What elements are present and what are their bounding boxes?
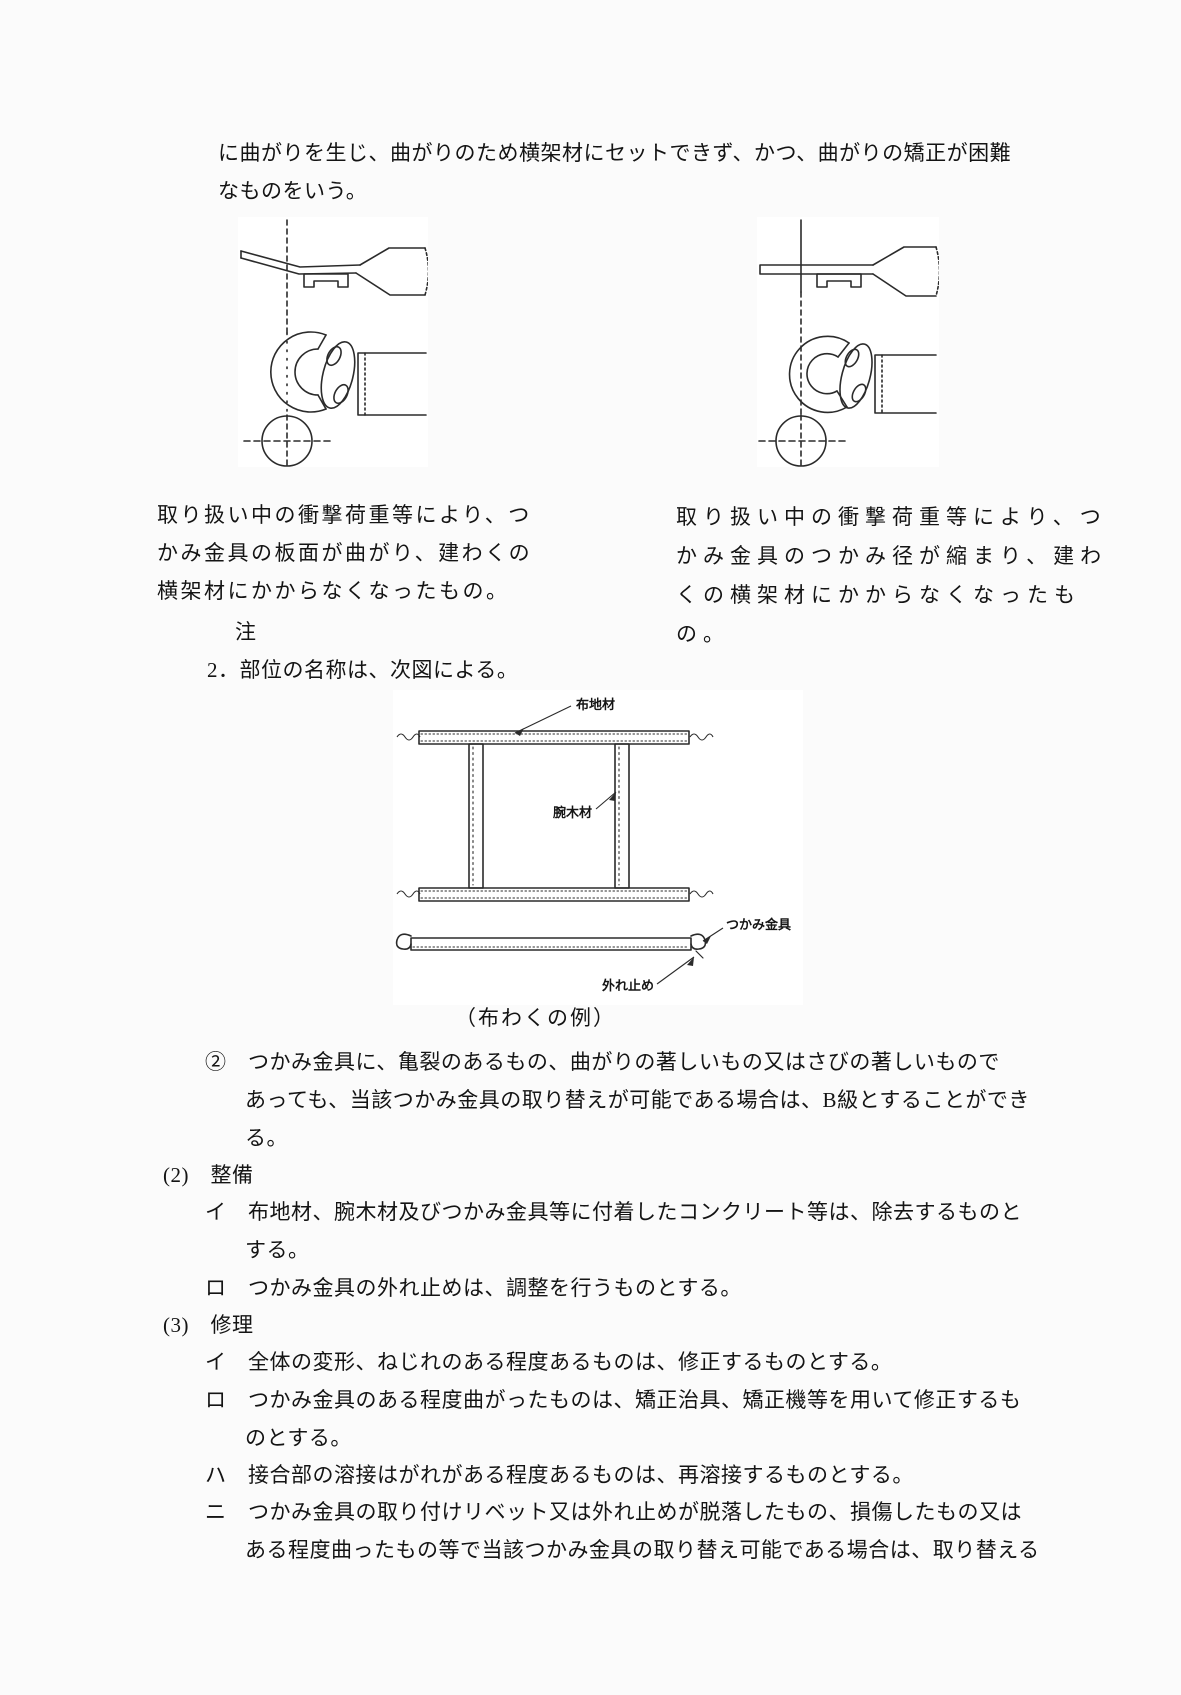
hook-inner xyxy=(294,348,319,396)
rivet-pad xyxy=(839,343,873,409)
plank-bar xyxy=(410,937,692,951)
clamp-shrunk-grip-drawing xyxy=(758,219,939,467)
section-2-heading: (2) 整備 xyxy=(163,1163,254,1187)
straight-plate xyxy=(759,264,874,275)
fork-upper-arm xyxy=(359,247,426,266)
rivet-hole xyxy=(851,383,867,403)
section-3-heading: (3) 修理 xyxy=(163,1313,254,1337)
rivet-hole xyxy=(844,348,860,368)
rivet-pad xyxy=(320,341,356,409)
intro-line-2: なものをいう。 xyxy=(218,179,368,203)
section-3-item-ni-line-1: ニ つかみ金具の取り付けリベット又は外れ止めが脱落したもの、損傷したもの又は xyxy=(205,1500,1022,1524)
right-figure-caption-line-3: くの横架材にかからなくなったも xyxy=(676,583,1081,607)
clamp-hook-right xyxy=(690,933,707,950)
leader-arrowhead xyxy=(609,792,616,801)
clamp-hook-left xyxy=(395,933,412,950)
section-3-item-ro-line-2: のとする。 xyxy=(245,1426,352,1450)
rivet-hole xyxy=(333,383,349,405)
item2-line-1: ② つかみ金具に、亀裂のあるもの、曲がりの著しいもの又はさびの著しいもので xyxy=(205,1050,1000,1074)
fork-upper-arm xyxy=(872,246,937,266)
diagram-label-stopper: 外れ止め xyxy=(601,978,654,993)
plate-lug xyxy=(816,273,862,288)
rail-break-mark xyxy=(689,890,714,898)
plate-lug xyxy=(303,273,349,288)
fork-lower-arm xyxy=(355,272,426,296)
section-3-item-ni-line-2: ある程度曲ったもの等で当該つかみ金具の取り替え可能である場合は、取り替える xyxy=(245,1538,1040,1562)
diagram-caption: （布わくの例） xyxy=(455,1006,616,1030)
section-3-item-i: イ 全体の変形、ねじれのある程度あるものは、修正するものとする。 xyxy=(205,1350,893,1374)
section-2-item-i-line-2: する。 xyxy=(245,1238,310,1262)
leader-arrowhead xyxy=(687,957,694,966)
frame-diagram-drawing: 布地材 腕木材 つかみ金具 外れ止め xyxy=(395,697,791,993)
item2-line-2: あっても、当該つかみ金具の取り替えが可能である場合は、B級とすることができ xyxy=(245,1088,1030,1112)
left-figure-caption-line-3: 横架材にかからなくなったもの。 xyxy=(157,579,510,603)
right-figure-caption-line-1: 取り扱い中の衝撃荷重等により、つ xyxy=(676,505,1107,529)
note-item-2: 2．部位の名称は、次図による。 xyxy=(207,658,519,682)
right-figure-caption-line-2: かみ金具のつかみ径が縮まり、建わ xyxy=(676,544,1108,568)
note-label: 注 xyxy=(235,620,257,644)
leader-arrowhead xyxy=(515,728,524,736)
left-figure-caption-line-2: かみ金具の板面が曲がり、建わくの xyxy=(157,541,533,565)
pipe-section-circle xyxy=(261,415,313,467)
bottom-rail xyxy=(418,887,690,902)
bent-plate-top-edge xyxy=(240,250,361,268)
clamp-arm xyxy=(874,354,937,414)
rivet-hole xyxy=(326,345,342,367)
left-figure-caption-line-1: 取り扱い中の衝撃荷重等により、つ xyxy=(157,503,532,527)
clamp-arm xyxy=(357,352,427,416)
rail-break-mark xyxy=(689,733,714,741)
hook-outer xyxy=(788,335,850,414)
figure-clamp-bent-plate xyxy=(238,217,428,467)
section-3-item-ha: ハ 接合部の溶接はがれがある程度あるものは、再溶接するものとする。 xyxy=(205,1463,914,1487)
diagram-label-post: 腕木材 xyxy=(553,805,592,820)
intro-line-1: に曲がりを生じ、曲がりのため横架材にセットできず、かつ、曲がりの矯正が困難 xyxy=(218,141,1012,165)
hook-inner xyxy=(806,352,839,395)
rail-break-mark xyxy=(396,733,421,741)
figure-clamp-shrunk-grip xyxy=(757,217,939,467)
clamp-bent-plate-drawing xyxy=(240,219,428,467)
hook-outer xyxy=(270,331,327,413)
right-figure-caption-line-4: の。 xyxy=(676,622,730,646)
rail-break-mark xyxy=(396,890,421,898)
item2-line-3: る。 xyxy=(245,1126,288,1150)
stopper-tab xyxy=(695,950,704,959)
top-rail xyxy=(418,730,690,745)
pipe-section-circle xyxy=(775,415,827,467)
leader-arrowhead xyxy=(703,936,711,944)
fork-lower-arm xyxy=(872,273,937,297)
section-2-item-ro: ロ つかみ金具の外れ止めは、調整を行うものとする。 xyxy=(205,1276,742,1300)
section-2-item-i-line-1: イ 布地材、腕木材及びつかみ金具等に付着したコンクリート等は、除去するものと xyxy=(205,1200,1022,1224)
diagram-label-clamp: つかみ金具 xyxy=(726,917,791,932)
section-3-item-ro-line-1: ロ つかみ金具のある程度曲がったものは、矯正治具、矯正機等を用いて修正するも xyxy=(205,1388,1022,1412)
diagram-label-top-rail: 布地材 xyxy=(576,697,615,712)
post-left xyxy=(468,743,484,889)
figure-frame-diagram: 布地材 腕木材 つかみ金具 外れ止め xyxy=(393,690,803,1005)
post-right xyxy=(614,743,630,889)
